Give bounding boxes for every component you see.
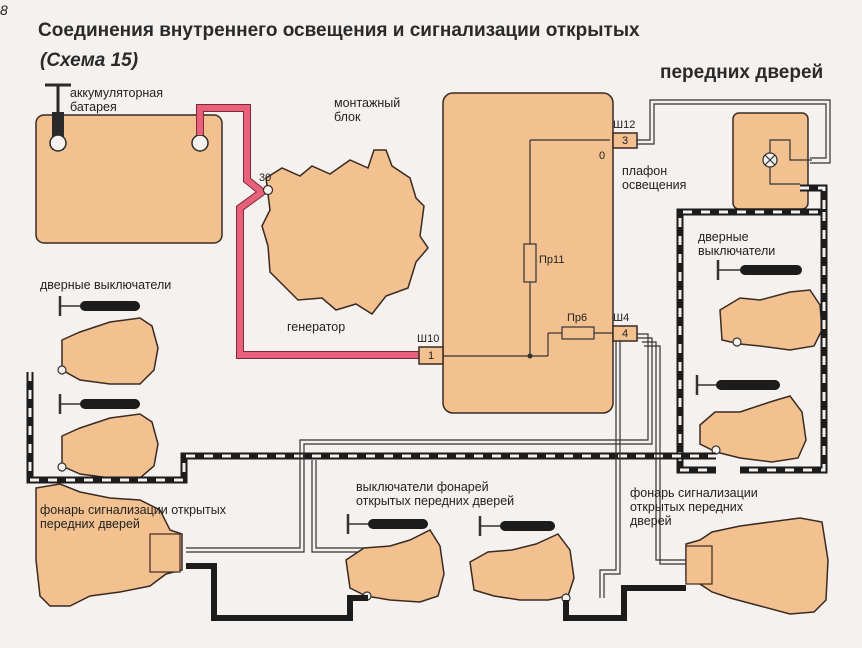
connector-sh10-pin: 1 <box>428 350 435 362</box>
warning-lamp-left <box>35 483 183 607</box>
scheme-number: (Схема 15) <box>40 50 139 71</box>
battery-label: аккумуляторная батарея <box>70 86 164 114</box>
connector-sh10 <box>418 346 444 365</box>
door-switch-left-upper <box>57 296 159 385</box>
connector-sh12-label: Ш12 <box>613 119 636 131</box>
red-power-wire <box>196 104 420 359</box>
connector-sh4-label: Ш4 <box>613 312 630 324</box>
wire-sh12-lamp <box>637 99 831 164</box>
page-title-continued: передних дверей <box>660 62 824 83</box>
lamp-switch-2 <box>469 516 575 603</box>
door-switches-right-label: дверные выключатели <box>698 230 776 258</box>
generator-terminal-label: 30 <box>259 172 272 184</box>
connector-sh12-pin: 3 <box>622 135 629 147</box>
page-title: Соединения внутреннего освещения и сигна… <box>38 20 640 41</box>
warning-lamp-right-label: фонарь сигнализации открытых передних дв… <box>630 486 758 528</box>
lamp-switch-1 <box>345 514 445 603</box>
fuse-pr6-label: Пр6 <box>567 312 588 324</box>
wire-lamp-ground <box>676 184 828 474</box>
warning-lamp-right <box>685 517 829 615</box>
connector-sh10-label: Ш10 <box>417 333 440 345</box>
generator <box>261 149 429 315</box>
wire-door-switch-bus <box>26 372 716 484</box>
wire-sh4-bundle <box>186 333 686 598</box>
door-switch-left-lower <box>57 394 159 479</box>
wire-bottom-ground <box>186 563 686 621</box>
warning-lamp-left-label: фонарь сигнализации открытых передних дв… <box>40 503 226 531</box>
door-switch-right-upper <box>716 260 823 351</box>
mounting-block <box>442 92 614 414</box>
door-switches-left-label: дверные выключатели <box>40 278 172 292</box>
lamp-switches-label: выключатели фонарей открытых передних дв… <box>356 480 515 508</box>
ceiling-lamp <box>732 112 812 210</box>
connector-sh4-pin: 4 <box>622 328 629 340</box>
page-number: 8 <box>0 2 8 18</box>
fuse-pr11-label: Пр11 <box>539 254 565 266</box>
door-switch-right-lower <box>695 375 807 463</box>
mounting-block-label: монтажный блок <box>334 96 401 124</box>
node-zero-label: 0 <box>599 150 606 162</box>
battery <box>35 83 223 244</box>
generator-label: генератор <box>287 320 346 334</box>
ceiling-lamp-label: плафон освещения <box>622 164 687 192</box>
